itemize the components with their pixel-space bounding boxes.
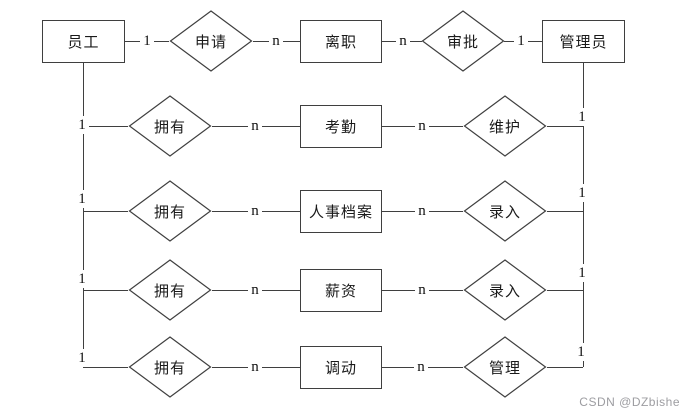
diamond-shape [128,336,212,398]
entity-attendance-label: 考勤 [324,119,357,136]
cardinality-n: n [396,32,410,50]
cardinality-n: n [414,358,428,376]
connector-trunk-own-4 [83,290,128,292]
relation-enter-4: 录入 [463,259,547,321]
diamond-shape [463,180,547,242]
entity-resignation: 离职 [300,20,382,63]
cardinality-1: 1 [574,343,588,361]
entity-admin-label: 管理员 [559,34,608,51]
relation-manage-label: 管理 [488,359,521,377]
entity-salary: 薪资 [300,269,382,312]
diamond-shape [421,10,505,72]
cardinality-n: n [415,281,429,299]
relation-approve: 审批 [421,10,505,72]
entity-transfer: 调动 [300,346,382,389]
cardinality-1: 1 [140,32,154,50]
relation-maintain-label: 维护 [488,118,521,136]
relation-enter-3-label: 录入 [488,203,521,221]
connector-enter-trunk-4 [547,290,583,292]
cardinality-n: n [248,202,262,220]
relation-own-4: 拥有 [128,259,212,321]
cardinality-1: 1 [75,349,89,367]
entity-employee: 员工 [42,20,125,63]
connector-maintain-trunk [547,126,583,128]
relation-manage: 管理 [463,336,547,398]
entity-resignation-label: 离职 [324,34,357,51]
cardinality-1: 1 [575,264,589,282]
diamond-shape [463,95,547,157]
relation-own-3-label: 拥有 [153,203,186,221]
cardinality-1: 1 [75,116,89,134]
connector-trunk-own-2 [83,126,128,128]
diamond-shape [463,336,547,398]
entity-salary-label: 薪资 [324,283,357,300]
entity-admin: 管理员 [542,20,625,63]
cardinality-n: n [248,117,262,135]
cardinality-1: 1 [514,32,528,50]
relation-own-2-label: 拥有 [153,118,186,136]
entity-personnel-file-label: 人事档案 [308,204,373,221]
cardinality-n: n [415,117,429,135]
connector-enter-trunk-3 [547,211,583,213]
connector-trunk-own-3 [83,211,128,213]
cardinality-1: 1 [575,108,589,126]
cardinality-1: 1 [75,190,89,208]
cardinality-n: n [248,358,262,376]
diamond-shape [463,259,547,321]
relation-apply: 申请 [169,10,253,72]
csdn-watermark: CSDN @DZbishe [579,395,680,409]
connector-admin-trunk [583,63,585,367]
diamond-shape [128,95,212,157]
relation-approve-label: 审批 [446,33,479,51]
relation-own-5: 拥有 [128,336,212,398]
entity-personnel-file: 人事档案 [300,190,382,233]
entity-transfer-label: 调动 [324,360,357,377]
cardinality-n: n [415,202,429,220]
connector-manage-trunk [547,367,583,369]
connector-employee-trunk [83,63,85,367]
diamond-shape [169,10,253,72]
cardinality-n: n [269,32,283,50]
relation-own-5-label: 拥有 [153,359,186,377]
relation-enter-4-label: 录入 [488,282,521,300]
cardinality-1: 1 [575,184,589,202]
relation-own-2: 拥有 [128,95,212,157]
relation-maintain: 维护 [463,95,547,157]
relation-enter-3: 录入 [463,180,547,242]
relation-apply-label: 申请 [194,33,227,51]
relation-own-4-label: 拥有 [153,282,186,300]
cardinality-n: n [248,281,262,299]
entity-employee-label: 员工 [67,34,100,51]
diamond-shape [128,180,212,242]
cardinality-1: 1 [75,270,89,288]
connector-trunk-own-5 [83,367,128,369]
relation-own-3: 拥有 [128,180,212,242]
entity-attendance: 考勤 [300,105,382,148]
diamond-shape [128,259,212,321]
